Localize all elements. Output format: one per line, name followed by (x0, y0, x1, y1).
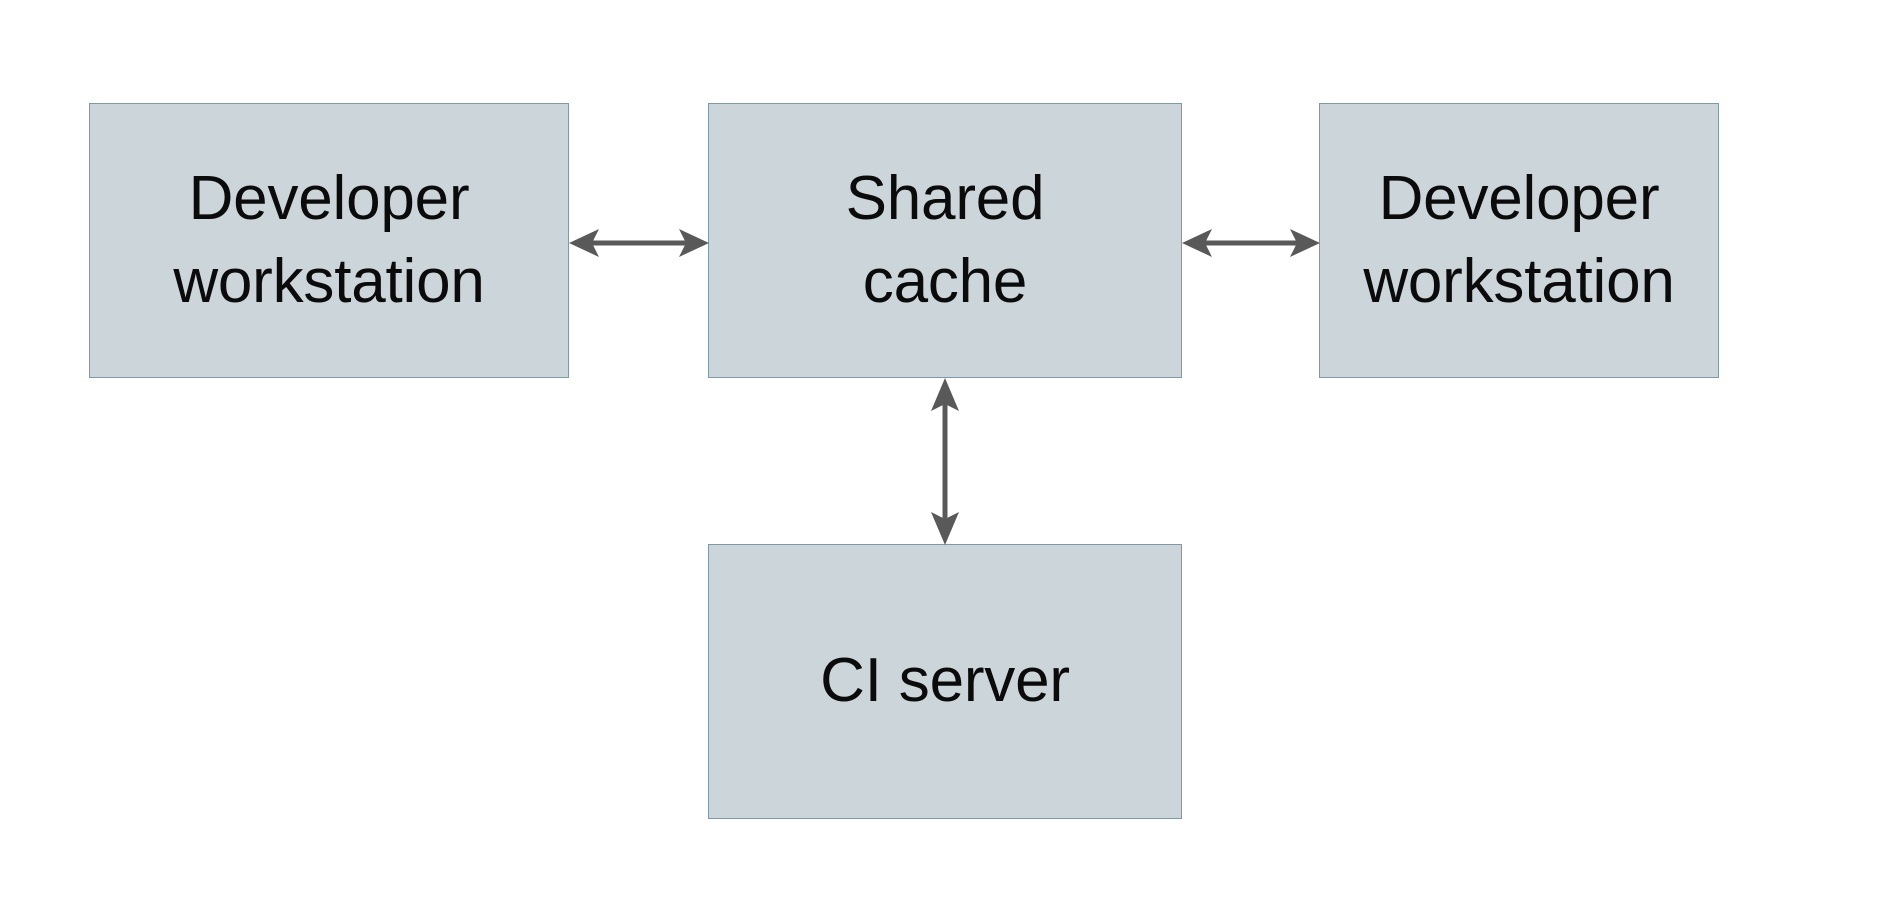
arrow-bidirectional-vertical (931, 378, 959, 545)
node-ci-server[interactable]: CI server (708, 544, 1182, 819)
arrow-bidirectional-horizontal-left (569, 229, 709, 257)
node-label-developer-workstation-right: Developer workstation (1363, 164, 1675, 316)
node-label-developer-workstation-left: Developer workstation (173, 164, 485, 316)
edge-shared-cache-right-workstation (1182, 218, 1320, 268)
node-developer-workstation-right[interactable]: Developer workstation (1319, 103, 1719, 378)
edge-left-workstation-shared-cache (569, 218, 709, 268)
node-label-shared-cache: Shared cache (845, 164, 1045, 316)
node-developer-workstation-left[interactable]: Developer workstation (89, 103, 569, 378)
arrow-bidirectional-horizontal-right (1182, 229, 1320, 257)
node-label-ci-server: CI server (820, 646, 1070, 716)
node-shared-cache[interactable]: Shared cache (708, 103, 1182, 378)
edge-shared-cache-ci-server (920, 378, 970, 545)
